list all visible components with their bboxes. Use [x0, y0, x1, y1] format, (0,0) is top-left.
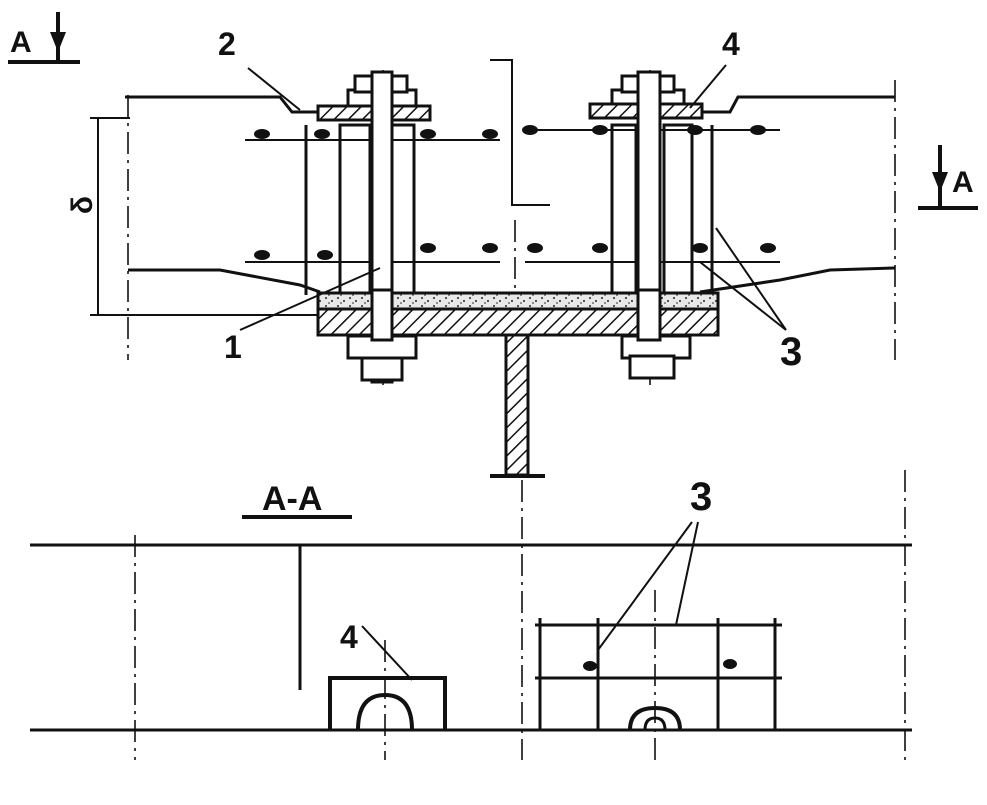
callout-4-top: 4 [689, 26, 740, 109]
sleeve-tube [610, 123, 638, 297]
rebar-dot [317, 250, 333, 260]
callout-label-2: 2 [218, 26, 236, 62]
rebar-dot [760, 243, 776, 253]
rebar-dot [522, 125, 538, 135]
section-aa: A-A 4 3 [30, 470, 912, 760]
callout-label-3-bottom: 3 [690, 475, 712, 519]
joint-offset-line [490, 59, 550, 206]
callout-2: 2 [218, 26, 301, 111]
section-title: A-A [262, 480, 322, 518]
bolt-shaft-lower [636, 288, 662, 342]
rebar-dot [420, 243, 436, 253]
hanging-rib [504, 333, 530, 477]
leader-line [597, 521, 693, 651]
section-arrow-right-icon [932, 172, 948, 192]
thickness-dimension: δ [66, 117, 320, 316]
slab-top-edge-left [125, 95, 320, 114]
bolt-hole-inner [643, 716, 667, 731]
rebar-dot [583, 661, 597, 671]
leader-line [715, 227, 787, 331]
sleeve-tube [390, 123, 416, 297]
rebar-dot [750, 125, 766, 135]
rebar-dot [314, 129, 330, 139]
slab-bottom-edge-right [699, 266, 896, 294]
section-arrow-icon [50, 32, 66, 52]
rebar-dot [527, 243, 543, 253]
callout-label-4-bottom: 4 [340, 619, 358, 655]
plate-4-cutout [356, 692, 414, 731]
rebar-dot [723, 659, 737, 669]
callout-label-4-top: 4 [722, 26, 740, 62]
rebar-dot [592, 125, 608, 135]
leader-line [239, 267, 381, 331]
sleeve-tube [662, 123, 694, 297]
slab-top-edge-right [700, 95, 895, 114]
bolt-shaft-lower [370, 288, 394, 342]
section-mark-top-left: A [8, 12, 80, 64]
bottom-nut-end [360, 356, 404, 382]
leader-line [361, 625, 413, 681]
callout-label-3-top: 3 [780, 330, 802, 374]
rebar-dot [592, 243, 608, 253]
bottom-nut-end [628, 354, 676, 380]
rebar-dot [482, 243, 498, 253]
dimension-label: δ [66, 196, 99, 214]
sleeve-tube [338, 123, 372, 297]
rebar-dot [254, 129, 270, 139]
plate-4-section [328, 676, 447, 730]
slab-outline [125, 59, 896, 294]
callout-3-top: 3 [699, 227, 802, 374]
rebar-dot [254, 250, 270, 260]
section-letter-right: A [952, 166, 974, 199]
leader-line [247, 67, 301, 111]
bolt-hole-cutout [628, 705, 682, 731]
section-letter-top-left: A [10, 26, 32, 59]
leader-line [675, 521, 699, 626]
slab-bottom-edge-left [128, 268, 321, 294]
callout-1: 1 [224, 267, 381, 365]
leader-line [689, 64, 727, 109]
callout-label-1: 1 [224, 329, 242, 365]
rebar-dot [692, 243, 708, 253]
rebar-dot [482, 129, 498, 139]
section-mark-right: A [918, 145, 978, 210]
rebar-dot [420, 129, 436, 139]
leader-line [699, 261, 787, 331]
